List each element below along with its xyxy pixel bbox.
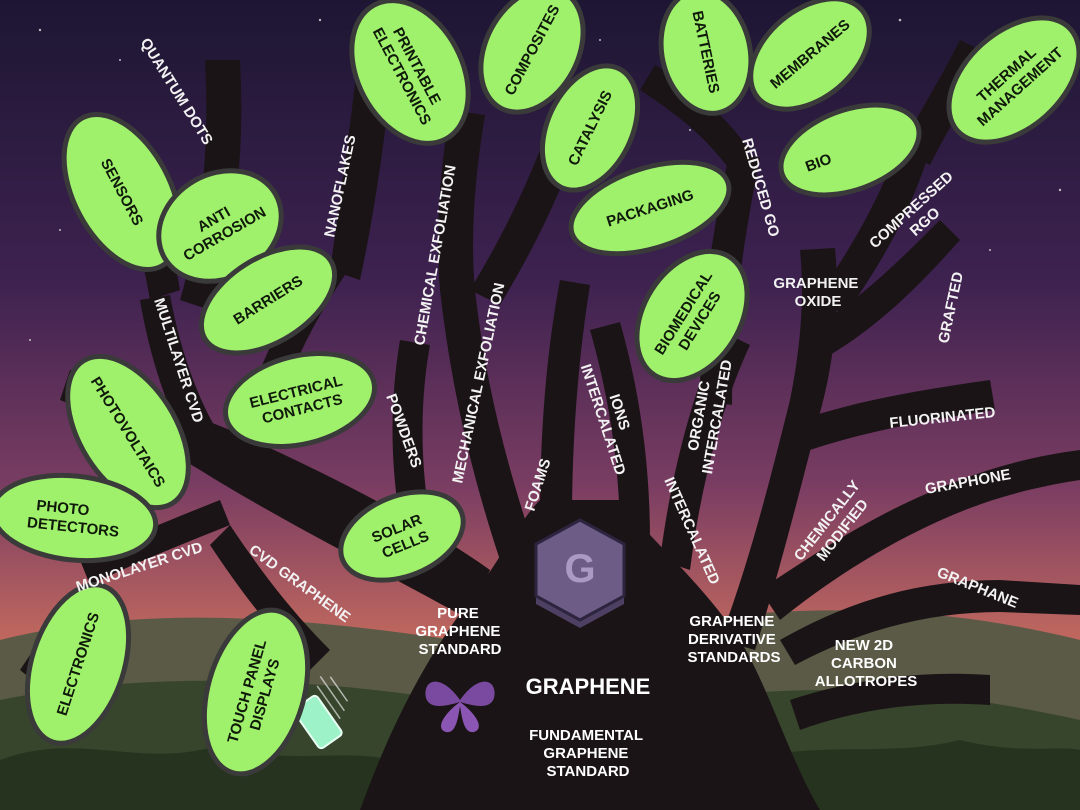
butterfly-icon	[425, 681, 495, 733]
leaf-biomedical-devices: BIOMEDICAL DEVICES	[634, 248, 750, 384]
phone-icon	[293, 676, 349, 750]
hexagon-letter: G	[564, 547, 595, 591]
leaf-photovoltaics: PHOTOVOLTAICS	[65, 353, 191, 511]
leaf-solar-cells: SOLAR CELLS	[338, 489, 466, 583]
leaf-electrical-contacts: ELECTRICAL CONTACTS	[222, 351, 378, 449]
branch-graphene-oxide: GRAPHENE OXIDE	[773, 275, 862, 310]
new-2d-carbon-allotropes: NEW 2D CARBON ALLOTROPES	[815, 637, 918, 690]
leaf-electronics: ELECTRONICS	[24, 582, 132, 746]
leaf-bio: BIO	[778, 102, 922, 198]
graphene-derivative-standards: GRAPHENE DERIVATIVE STANDARDS	[687, 613, 780, 666]
page-title: GRAPHENE	[526, 674, 651, 699]
leaf-anti-corrosion: ANTI CORROSION	[156, 168, 284, 284]
fundamental-graphene-standard: FUNDAMENTAL GRAPHENE STANDARD	[529, 727, 647, 780]
pure-graphene-standard: PURE GRAPHENE STANDARD	[415, 605, 504, 658]
leaf-batteries: BATTERIES	[658, 0, 754, 116]
leaf-membranes: MEMBRANES	[748, 0, 872, 112]
leaf-barriers: BARRIERS	[198, 244, 338, 356]
leaf-touch-panel-displays: TOUCH PANEL DISPLAYS	[201, 607, 311, 777]
leaf-printable-electronics: PRINTABLE ELECTRONICS	[349, 0, 471, 146]
hexagon-g-icon: G	[534, 518, 626, 628]
leaf-packaging: PACKAGING	[568, 159, 732, 257]
leaf-sensors: SENSORS	[61, 111, 183, 273]
leaf-catalysis: CATALYSIS	[539, 63, 641, 193]
leaf-photo-detectors: PHOTO DETECTORS	[0, 472, 159, 564]
leaf-composites: COMPOSITES	[478, 0, 586, 115]
